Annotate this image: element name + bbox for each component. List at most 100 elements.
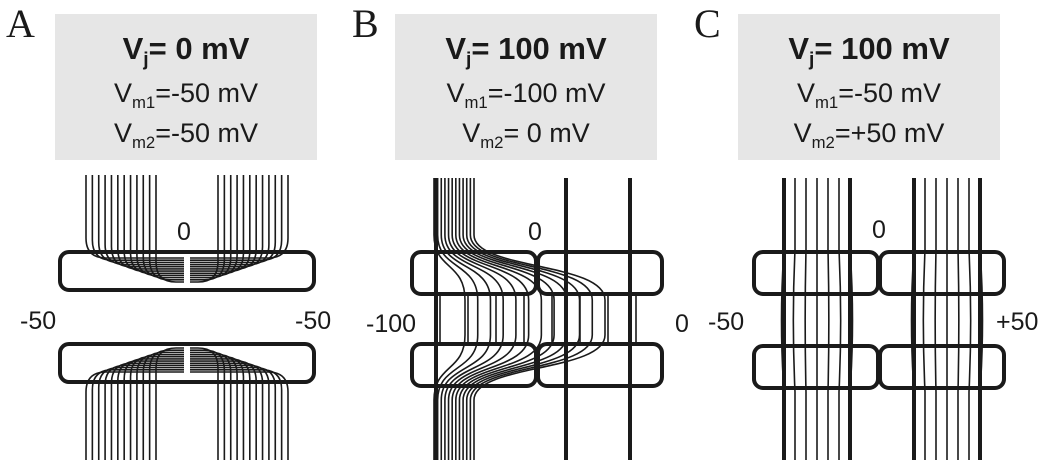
field-line [190, 175, 238, 277]
field-line [190, 358, 251, 460]
field-line [957, 178, 960, 460]
label-top-a: 0 [177, 218, 191, 246]
panel-b: B Vj= 100 mV Vm1=-100 mV Vm2= 0 mV 0 -10… [350, 0, 700, 476]
field-line [110, 175, 184, 268]
condition-box-b: Vj= 100 mV Vm1=-100 mV Vm2= 0 mV [395, 14, 657, 160]
field-line [455, 178, 543, 460]
field-line [190, 369, 283, 460]
vj-label-b: Vj= 100 mV [445, 31, 607, 71]
field-line [444, 178, 504, 460]
field-line [85, 175, 184, 259]
vj-label-c: Vj= 100 mV [788, 31, 950, 71]
vj-label-a: Vj= 0 mV [122, 31, 250, 71]
field-line [85, 371, 184, 460]
field-line [190, 364, 270, 460]
field-line [827, 178, 830, 460]
field-diagram-b [410, 178, 664, 460]
field-line [190, 349, 226, 460]
label-right-b: 0 [675, 310, 689, 338]
field-line [451, 178, 530, 460]
field-line [190, 366, 277, 460]
field-line [190, 175, 277, 264]
field-line [447, 178, 517, 460]
field-line [190, 362, 264, 460]
field-line [142, 175, 184, 279]
vm2-label-c: Vm2=+50 mV [793, 118, 945, 152]
field-line [922, 178, 926, 460]
field-line [190, 371, 289, 460]
cell-boundary-lower [58, 342, 316, 384]
condition-box-a: Vj= 0 mV Vm1=-50 mV Vm2=-50 mV [55, 14, 317, 160]
field-line [148, 349, 184, 460]
field-line [838, 178, 842, 460]
field-line [465, 178, 581, 460]
vm2-label-a: Vm2=-50 mV [113, 118, 259, 152]
field-line [458, 178, 555, 460]
field-line [91, 175, 184, 261]
field-line [190, 347, 219, 460]
field-line [97, 366, 184, 460]
panel-letter-c: C [694, 1, 721, 46]
panel-letter-a: A [6, 1, 35, 46]
field-line [104, 175, 184, 266]
field-line [792, 178, 796, 460]
field-line [110, 362, 184, 460]
vm2-label-b: Vm2= 0 mV [462, 118, 590, 152]
label-left-b: -100 [366, 310, 417, 338]
cell-boundary-upper-right [536, 250, 664, 296]
field-line [190, 175, 251, 272]
field-line [117, 175, 184, 270]
field-line [190, 175, 219, 283]
field-line [190, 175, 289, 259]
label-right-c: +50 [996, 308, 1039, 336]
label-right-a: -50 [295, 307, 332, 335]
field-line [136, 175, 184, 277]
field-line [104, 364, 184, 460]
label-top-b: 0 [528, 218, 542, 246]
field-line [190, 175, 232, 279]
field-line [190, 175, 264, 268]
cell-boundary-upper-right [878, 250, 1006, 296]
panel-letter-b: B [352, 1, 379, 46]
label-left-a: -50 [20, 307, 57, 335]
field-line [142, 351, 184, 460]
field-line [190, 175, 257, 270]
cell-boundary-upper [58, 250, 316, 292]
field-line [91, 369, 184, 460]
field-line [190, 360, 257, 460]
field-line [155, 175, 184, 283]
panel-c: C Vj= 100 mV Vm1=-50 mV Vm2=+50 mV 0 -50… [694, 0, 1050, 476]
field-line [433, 178, 466, 460]
field-line [117, 360, 184, 460]
label-left-c: -50 [708, 308, 745, 336]
field-line [129, 355, 184, 460]
field-line [968, 178, 972, 460]
field-diagram-a [58, 175, 316, 460]
cell-boundary-lower-left [752, 344, 880, 390]
field-line [190, 353, 238, 460]
field-line [190, 175, 270, 266]
cell-boundary-upper-left [752, 250, 880, 296]
field-line [136, 353, 184, 460]
field-line [148, 175, 184, 281]
field-line [155, 347, 184, 460]
vm1-label-c: Vm1=-50 mV [796, 78, 942, 112]
field-line [123, 358, 184, 460]
cell-boundary-lower-right [536, 342, 664, 388]
field-line [473, 178, 606, 460]
field-line [123, 175, 184, 272]
field-line [190, 355, 245, 460]
vm1-label-a: Vm1=-50 mV [113, 78, 259, 112]
field-diagram-c [752, 178, 1006, 460]
field-line [190, 175, 283, 261]
field-line [804, 178, 807, 460]
vm1-label-b: Vm1=-100 mV [446, 78, 606, 112]
field-line [436, 178, 479, 460]
field-line [190, 175, 226, 281]
panel-a: A Vj= 0 mV Vm1=-50 mV Vm2=-50 mV 0 -50 -… [0, 0, 350, 476]
cell-boundary-lower-right [878, 344, 1006, 390]
condition-box-c: Vj= 100 mV Vm1=-50 mV Vm2=+50 mV [738, 14, 1000, 160]
field-line [190, 351, 232, 460]
label-top-c: 0 [872, 216, 886, 244]
field-line [97, 175, 184, 264]
